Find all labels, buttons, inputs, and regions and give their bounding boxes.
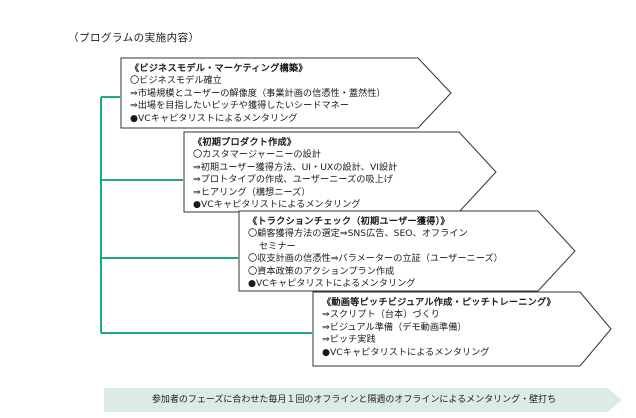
phase-item: ⇒ビジュアル準備（デモ動画準備） (322, 321, 467, 333)
phase-title: 《動画等ピッチビジュアル作成・ピッチトレーニング》 (322, 297, 556, 308)
phase-item: ⇒スクリプト（台本）づくり (322, 309, 440, 321)
phase-box-shape (312, 291, 612, 367)
mentoring-banner: 参加者のフェーズに合わせた毎月１回のオフラインと隔週のオフラインによるメンタリン… (104, 388, 622, 412)
phase-title: 《初期プロダクト作成》 (193, 137, 297, 148)
phase-item: ⇒出場を目指したいピッチや獲得したいシードマネー (130, 100, 350, 112)
banner-text: 参加者のフェーズに合わせた毎月１回のオフラインと隔週のオフラインによるメンタリン… (151, 395, 557, 405)
phase-item: ●VCキャピタリストによるメンタリング (248, 278, 416, 290)
phase-item: ⇒プロトタイプの作成、ユーザーニーズの吸上げ (193, 174, 393, 186)
phase-pitch-training: 《動画等ピッチビジュアル作成・ピッチトレーニング》 ⇒スクリプト（台本）づくり … (312, 291, 612, 367)
phase-item: ●VCキャピタリストによるメンタリング (193, 199, 361, 211)
phase-box-shape (183, 131, 497, 213)
phase-item: ●VCキャピタリストによるメンタリング (322, 346, 490, 358)
phase-business-model: 《ビジネスモデル・マーケティング構築》 〇ビジネスモデル確立 ⇒市場規模とユーザ… (120, 57, 452, 129)
phase-item: ●VCキャピタリストによるメンタリング (130, 112, 298, 124)
phase-item: ⇒市場規模とユーザーの解像度（事業計画の信憑性・蓋然性） (130, 87, 386, 99)
phase-title: 《ビジネスモデル・マーケティング構築》 (130, 63, 308, 74)
connector-paths (100, 96, 312, 334)
phase-box-shape (238, 210, 576, 292)
phase-box-shape (120, 57, 452, 129)
phase-item: 〇ビジネスモデル確立 (130, 75, 222, 87)
phase-item: セミナー (259, 240, 296, 252)
phase-item: ⇒ピッチ実践 (322, 334, 376, 346)
phase-item: 〇資本政策のアクションプラン作成 (248, 265, 395, 277)
phase-item: ⇒初期ユーザー獲得方法、UI・UXの設計、VI設計 (193, 161, 398, 173)
program-header: （プログラムの実施内容） (68, 32, 200, 44)
phase-item: 〇カスタマージャーニーの設計 (193, 149, 321, 161)
phase-initial-product: 《初期プロダクト作成》 〇カスタマージャーニーの設計 ⇒初期ユーザー獲得方法、U… (183, 131, 497, 213)
phase-item: 〇顧客獲得方法の選定⇒SNS広告、SEO、オフライン (248, 228, 468, 240)
phase-item: 〇収支計画の信憑性⇒パラメーターの立証（ユーザーニーズ） (248, 253, 503, 265)
phase-title: 《トラクションチェック（初期ユーザー獲得）》 (248, 216, 450, 227)
phase-traction-check: 《トラクションチェック（初期ユーザー獲得）》 〇顧客獲得方法の選定⇒SNS広告、… (238, 210, 576, 292)
banner-arrow-shape (104, 388, 622, 412)
phase-item: ⇒ヒアリング（構想ニーズ） (193, 186, 311, 198)
